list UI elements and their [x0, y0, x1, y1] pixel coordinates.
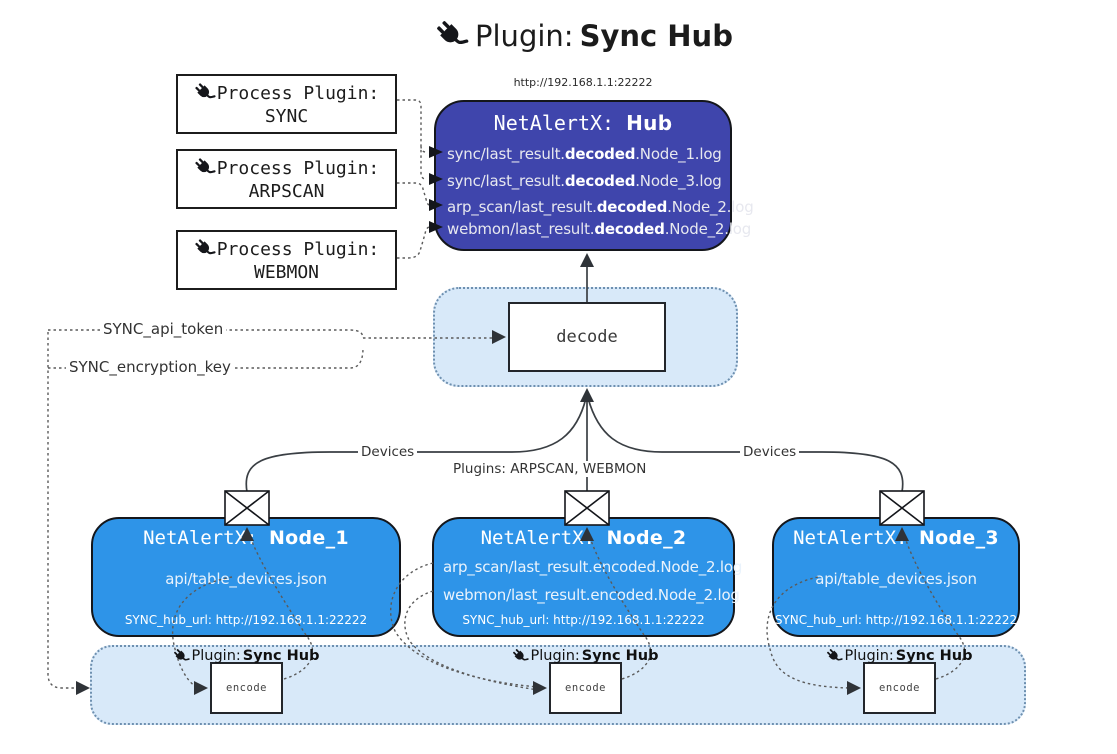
process-plugin-label: Process Plugin:: [216, 157, 380, 179]
encode-box-3: encode: [863, 662, 936, 714]
edge-sync-plugin-to-hub: [397, 99, 427, 180]
devices-right-label: Devices: [740, 444, 800, 460]
edge-key-to-encode-band: [47, 332, 76, 689]
node-file: api/table_devices.json: [165, 570, 327, 588]
decode-box: decode: [508, 302, 666, 372]
node-title: NetAlertX: Node_2: [480, 527, 687, 549]
page-title: Plugin: Sync Hub: [414, 14, 754, 58]
plug-icon: [193, 238, 216, 260]
encode-box-2: encode: [549, 662, 622, 714]
process-plugin-arpscan-box: Process Plugin: ARPSCAN: [176, 149, 397, 209]
sync-encryption-key-label: SYNC_encryption_key: [66, 358, 234, 376]
process-plugin-webmon-box: Process Plugin: WEBMON: [176, 230, 397, 290]
hub-title-bold: Hub: [626, 111, 673, 135]
plug-icon: [435, 19, 470, 53]
hub-title-prefix: NetAlertX:: [493, 111, 627, 135]
edge-arpscan-plugin-to-hub: [397, 182, 430, 206]
node-3-box: NetAlertX: Node_3 api/table_devices.json…: [772, 517, 1020, 637]
node-title: NetAlertX: Node_3: [793, 527, 999, 549]
hub-log-line: sync/last_result.decoded.Node_1.log: [447, 145, 722, 163]
node-file: api/table_devices.json: [815, 570, 977, 588]
plug-icon: [825, 647, 843, 665]
plug-icon: [172, 647, 190, 665]
process-plugin-name: SYNC: [264, 106, 309, 127]
plugins-middle-label: Plugins: ARPSCAN, WEBMON: [450, 461, 650, 477]
process-plugin-sync-box: Process Plugin: SYNC: [176, 74, 397, 134]
hub-log-line: arp_scan/last_result.decoded.Node_2.log: [447, 198, 754, 216]
hub-box: NetAlertX: Hub sync/last_result.decoded.…: [434, 100, 754, 251]
process-plugin-label: Process Plugin:: [216, 82, 380, 104]
node-file: arp_scan/last_result.encoded.Node_2.log: [443, 558, 743, 576]
process-plugin-label: Process Plugin:: [216, 238, 380, 260]
sync-api-token-label: SYNC_api_token: [100, 320, 227, 338]
encode-plugin-label: Plugin: Sync Hub: [166, 647, 326, 665]
node-file: webmon/last_result.encoded.Node_2.log: [443, 586, 740, 604]
page-title-bold: Sync Hub: [579, 19, 733, 53]
encode-plugin-label: Plugin: Sync Hub: [505, 647, 665, 665]
plug-icon: [193, 157, 216, 179]
node-2-box: NetAlertX: Node_2 arp_scan/last_result.e…: [432, 517, 742, 637]
hub-log-line: sync/last_result.decoded.Node_3.log: [447, 172, 722, 190]
hub-title: NetAlertX: Hub: [436, 111, 730, 135]
devices-left-label: Devices: [358, 444, 418, 460]
hub-url: http://192.168.1.1:22222: [513, 76, 653, 89]
plug-icon: [511, 647, 529, 665]
edge-webmon-plugin-to-hub: [397, 226, 430, 259]
hub-log-line: webmon/last_result.decoded.Node_2.log: [447, 220, 752, 238]
process-plugin-name: WEBMON: [253, 262, 320, 283]
page-title-prefix: Plugin:: [475, 19, 574, 53]
node-1-box: NetAlertX: Node_1 api/table_devices.json…: [91, 517, 401, 637]
process-plugin-name: ARPSCAN: [248, 181, 325, 202]
node-hub-url: SYNC_hub_url: http://192.168.1.1:22222: [124, 613, 368, 627]
encode-plugin-label: Plugin: Sync Hub: [819, 647, 979, 665]
node-hub-url: SYNC_hub_url: http://192.168.1.1:22222: [774, 613, 1018, 627]
encode-box-1: encode: [210, 662, 283, 714]
node-hub-url: SYNC_hub_url: http://192.168.1.1:22222: [462, 613, 705, 627]
plug-icon: [193, 82, 216, 104]
node-title: NetAlertX: Node_1: [143, 527, 349, 549]
